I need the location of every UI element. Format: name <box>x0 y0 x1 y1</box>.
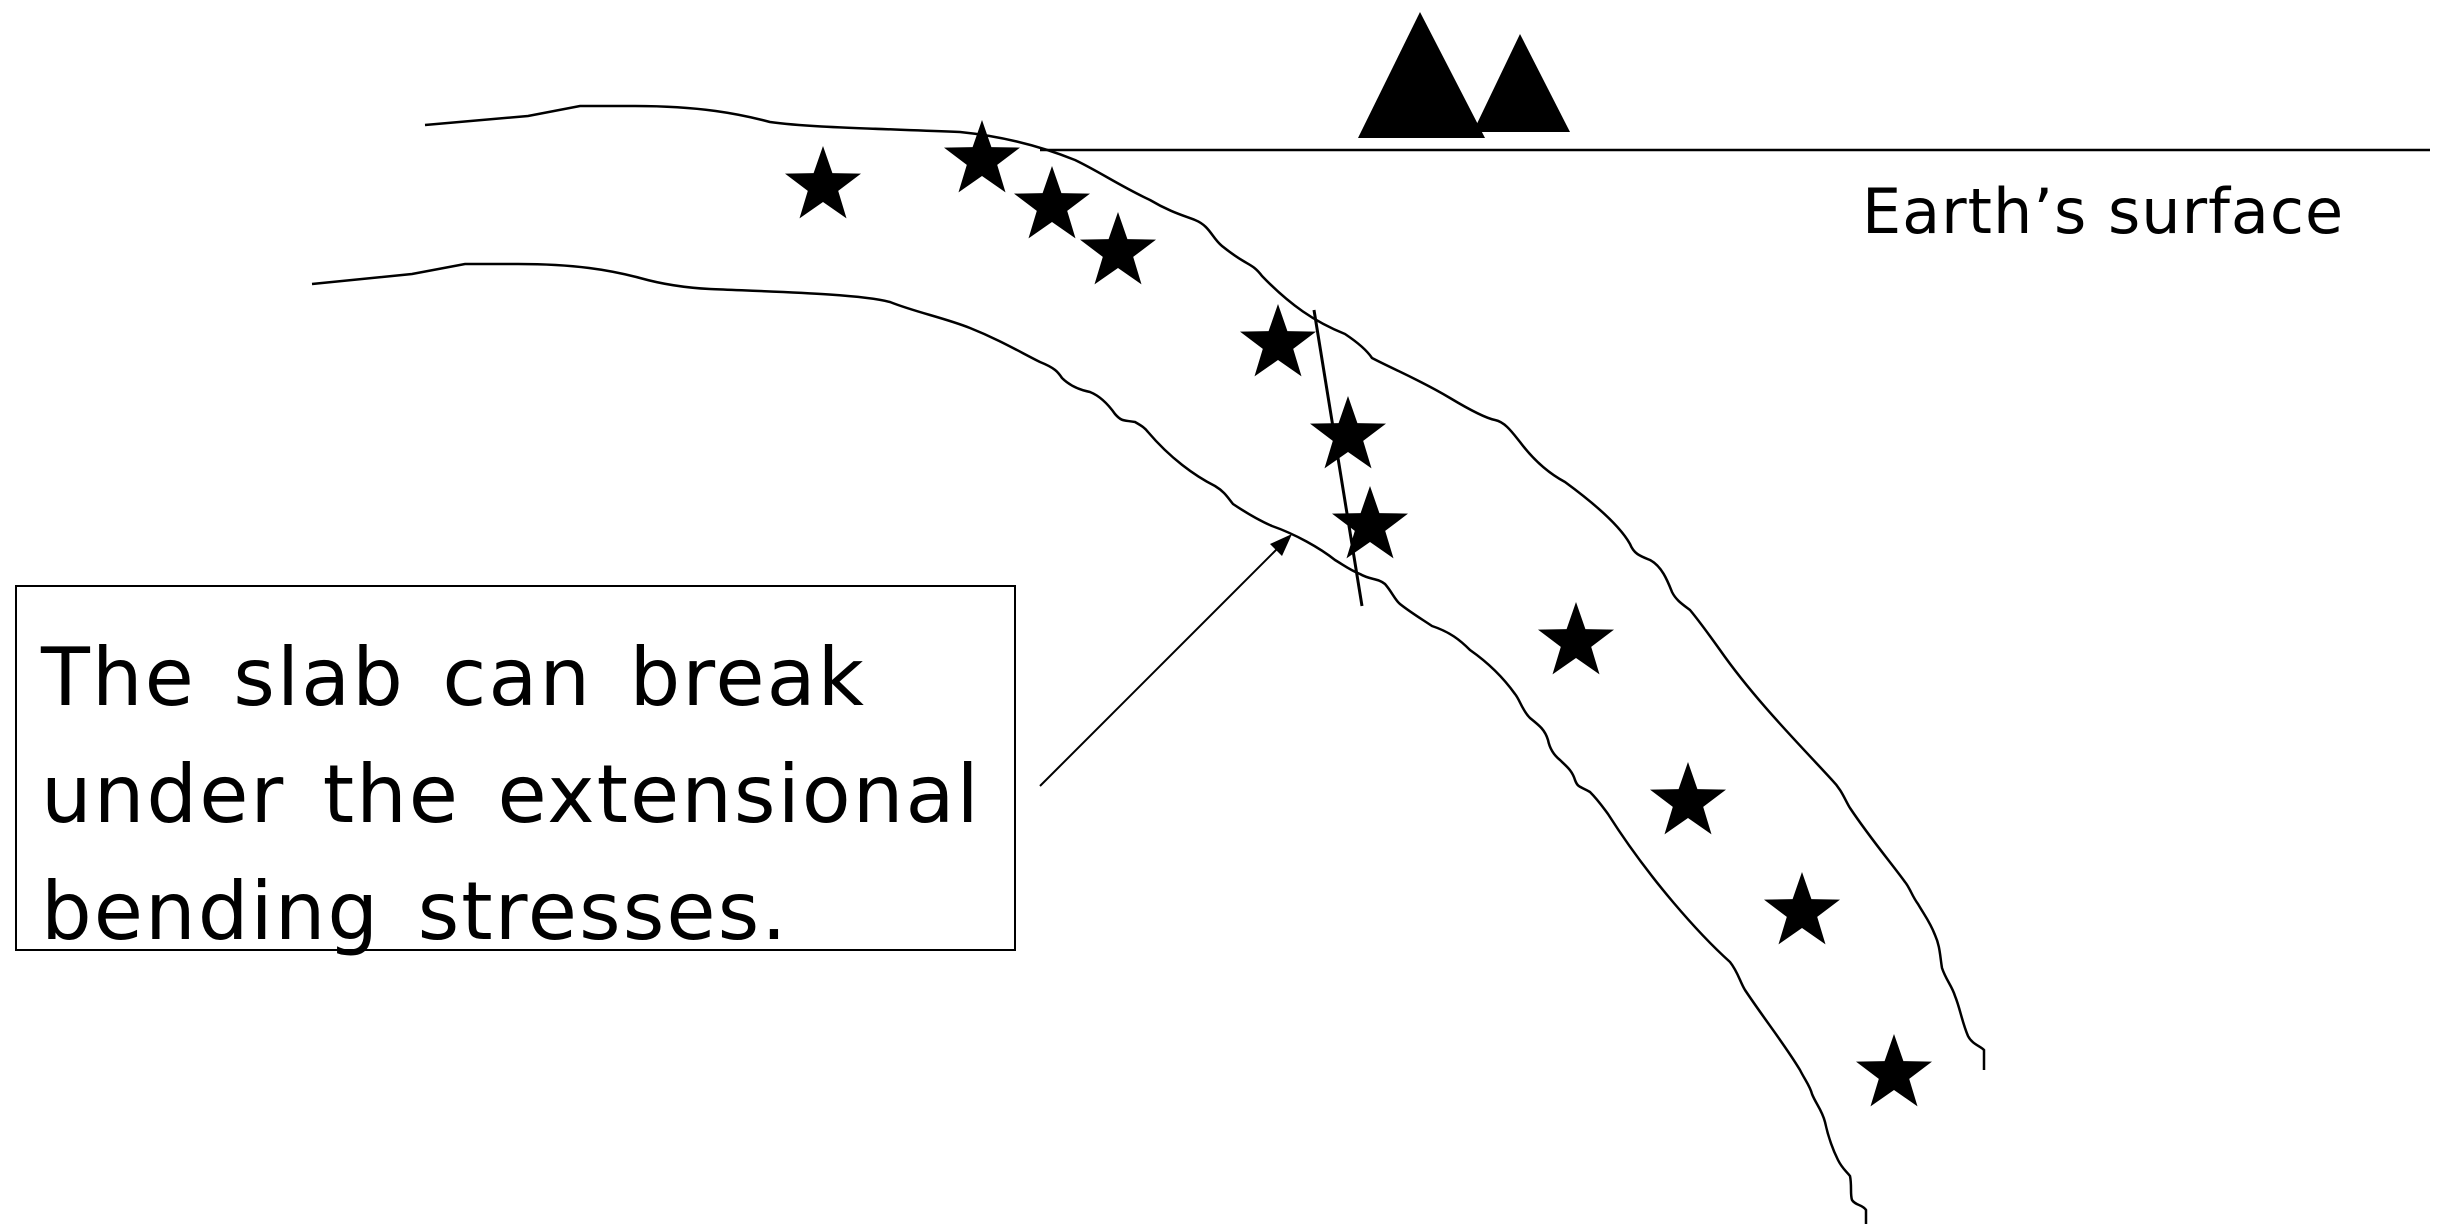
earthquake-stars <box>785 120 1932 1107</box>
volcano-icon <box>1473 34 1570 132</box>
star-icon <box>785 146 861 219</box>
callout-line: under the extensional <box>41 748 981 841</box>
callout-box: The slab can break under the extensional… <box>15 585 1016 958</box>
star-icon <box>1650 762 1726 835</box>
star-icon <box>1856 1034 1932 1107</box>
callout-arrow-line <box>1039 541 1285 787</box>
earth-surface-label: Earth’s surface <box>1862 175 2345 248</box>
callout-arrowhead <box>1270 534 1292 556</box>
slab-top-boundary <box>424 104 1986 1070</box>
volcano-icon <box>1358 12 1485 138</box>
star-icon <box>1080 212 1156 285</box>
star-icon <box>1538 602 1614 675</box>
star-icon <box>1332 486 1408 559</box>
callout-line: bending stresses. <box>41 865 789 958</box>
slab-bottom-boundary <box>311 262 1868 1224</box>
star-icon <box>1310 396 1386 469</box>
star-icon <box>1764 872 1840 945</box>
star-icon <box>1240 304 1316 377</box>
star-icon <box>944 120 1020 193</box>
callout-line: The slab can break <box>41 631 866 724</box>
star-icon <box>1014 166 1090 239</box>
